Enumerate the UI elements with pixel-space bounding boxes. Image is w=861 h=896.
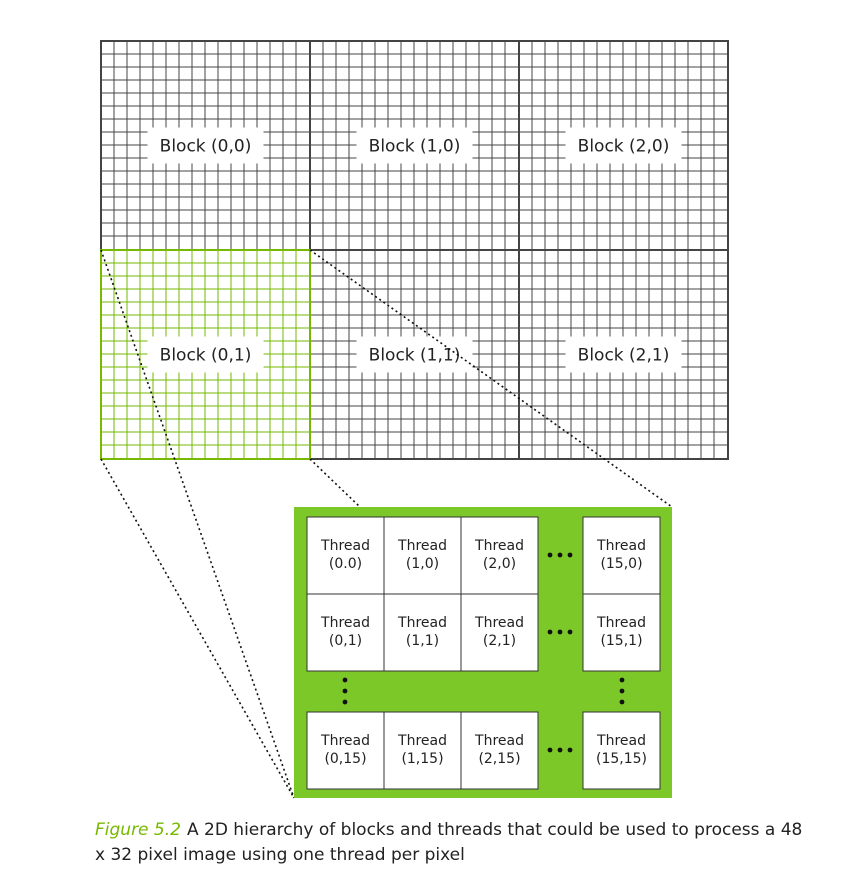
thread-label: Thread xyxy=(320,538,370,554)
ellipsis-dot xyxy=(567,747,573,753)
block-label: Block (2,1) xyxy=(578,346,670,366)
thread-index: (15,1) xyxy=(600,633,642,649)
zoom-line xyxy=(309,458,361,508)
ellipsis-dot xyxy=(342,699,348,705)
thread-cell xyxy=(460,711,539,790)
figure-number: Figure 5.2 xyxy=(95,820,181,840)
block-label: Block (2,0) xyxy=(578,137,670,157)
thread-index: (2,0) xyxy=(483,556,516,572)
thread-cell xyxy=(383,711,462,790)
thread-cell xyxy=(306,711,385,790)
block-label: Block (0,1) xyxy=(160,346,252,366)
ellipsis-dot xyxy=(557,747,563,753)
zoom-line xyxy=(100,249,295,799)
thread-index: (0,15) xyxy=(324,751,366,767)
thread-index: (2,1) xyxy=(483,633,516,649)
thread-index: (2,15) xyxy=(478,751,520,767)
ellipsis-dot xyxy=(547,747,553,753)
zoom-lines xyxy=(100,249,673,799)
ellipsis-dot xyxy=(619,699,625,705)
ellipsis-dot xyxy=(342,688,348,694)
thread-label: Thread xyxy=(596,733,646,749)
thread-label: Thread xyxy=(320,615,370,631)
thread-index: (1,15) xyxy=(401,751,443,767)
block-label-background xyxy=(565,127,682,164)
block-thread-diagram: Block (0,0) Block (1,0) Block (2,0) Block (… xyxy=(100,40,729,799)
ellipsis-dot xyxy=(342,677,348,683)
thread-cell xyxy=(582,516,661,595)
thread-cell xyxy=(460,593,539,672)
block-borders xyxy=(100,40,729,460)
thread-cell xyxy=(383,516,462,595)
block-label-background xyxy=(147,127,264,164)
thread-cell xyxy=(306,516,385,595)
block-label-background xyxy=(565,336,682,373)
caption-text: A 2D hierarchy of blocks and threads tha… xyxy=(95,820,803,865)
ellipsis-dot xyxy=(567,629,573,635)
thread-index: (0,1) xyxy=(329,633,362,649)
block-label-background xyxy=(356,127,473,164)
block-label: Block (0,0) xyxy=(160,137,252,157)
thread-panel: Thread (0.0) Thread (1,0) Thread (2,0) Thread (… xyxy=(294,507,672,798)
thread-cell xyxy=(383,593,462,672)
thread-index: (15,15) xyxy=(596,751,647,767)
thread-label: Thread xyxy=(397,615,447,631)
block-label: Block (1,0) xyxy=(369,137,461,157)
block-grid xyxy=(519,250,728,459)
zoom-line xyxy=(100,458,295,799)
ellipsis-dot xyxy=(619,688,625,694)
thread-label: Thread xyxy=(397,538,447,554)
ellipsis-dot xyxy=(557,629,563,635)
thread-index: (15,0) xyxy=(600,556,642,572)
block-border xyxy=(518,249,729,460)
thread-label: Thread xyxy=(474,733,524,749)
thread-label: Thread xyxy=(320,733,370,749)
thread-label: Thread xyxy=(397,733,447,749)
ellipsis-dot xyxy=(557,552,563,558)
thread-label: Thread xyxy=(474,615,524,631)
highlighted-block-border xyxy=(100,249,311,460)
thread-cell xyxy=(582,711,661,790)
block-labels: Block (0,0) Block (1,0) Block (2,0) Block (… xyxy=(147,127,682,373)
thread-label: Thread xyxy=(596,615,646,631)
thread-index: (1,0) xyxy=(406,556,439,572)
zoom-line xyxy=(309,249,673,508)
thread-cell xyxy=(582,593,661,672)
block-label: Block (1,1) xyxy=(369,346,461,366)
block-label-background xyxy=(356,336,473,373)
ellipsis-dot xyxy=(547,629,553,635)
thread-label: Thread xyxy=(596,538,646,554)
thread-index: (1,1) xyxy=(406,633,439,649)
thread-index: (0.0) xyxy=(329,556,362,572)
block-label-background xyxy=(147,336,264,373)
ellipsis-dot xyxy=(619,677,625,683)
thread-label: Thread xyxy=(474,538,524,554)
ellipsis-dot xyxy=(547,552,553,558)
ellipsis-dot xyxy=(567,552,573,558)
